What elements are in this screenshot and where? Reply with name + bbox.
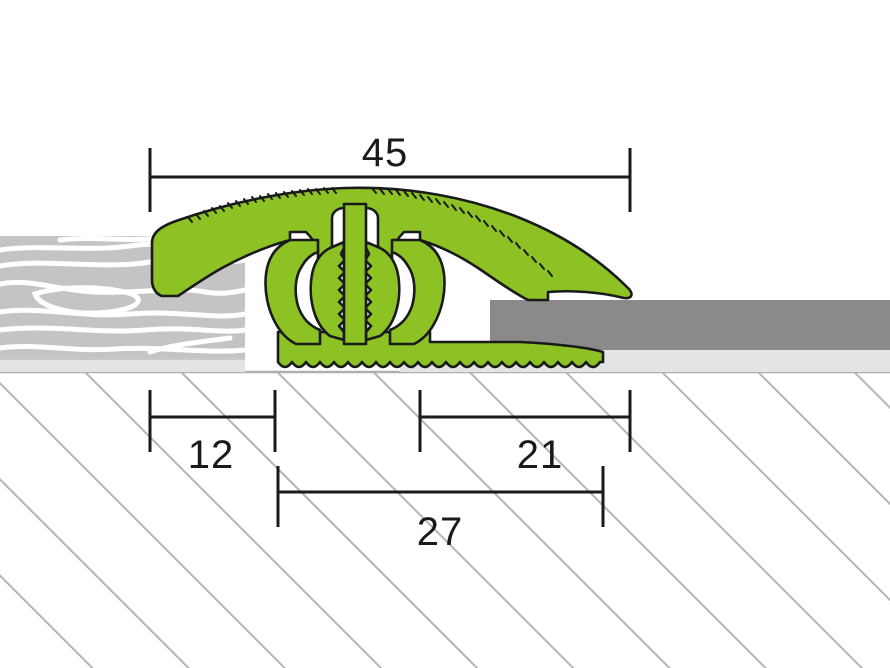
dimension-annotations — [148, 148, 632, 527]
subfloor-layer — [0, 370, 890, 668]
dimension-left-gap — [148, 390, 277, 452]
dimension-label-12: 12 — [188, 433, 235, 477]
transition-profile — [150, 186, 633, 369]
dimension-label-21: 21 — [517, 433, 564, 477]
tile-top-layer — [490, 300, 890, 350]
profile-left-outer-arm — [264, 238, 322, 346]
wood-grain-pattern — [0, 235, 248, 355]
dimension-base-width — [276, 466, 605, 527]
dimension-overall-width — [148, 148, 632, 212]
dimension-label-45: 45 — [362, 131, 409, 175]
profile-center-stem — [342, 202, 368, 346]
profile-right-outer-arm — [388, 238, 446, 346]
dimension-label-27: 27 — [417, 510, 464, 554]
dimension-right-gap — [418, 390, 632, 452]
wood-underlay — [0, 360, 245, 372]
profile-top-serration — [187, 187, 553, 277]
